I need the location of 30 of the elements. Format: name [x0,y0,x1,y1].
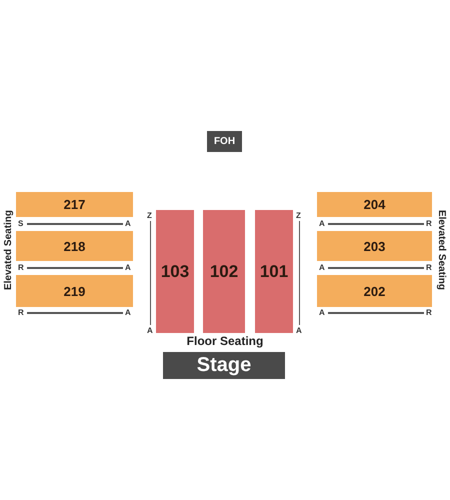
row-letter: A [296,327,302,335]
row-letter: A [125,220,131,228]
row-letter: R [426,220,432,228]
seating-section: 218 [16,231,133,261]
area-label: Floor Seating [186,334,264,348]
seating-section: 204 [317,192,432,217]
seating-section: 103 [156,210,194,333]
row-letter: A [125,264,131,272]
row-letter: Z [147,212,152,220]
row-letter: S [18,220,24,228]
area-label: Elevated Seating [436,210,446,290]
area-label: Elevated Seating [4,210,14,290]
row-letter: A [147,327,153,335]
foh-box: FOH [207,131,242,152]
row-letter: R [426,309,432,317]
seating-section: 203 [317,231,432,261]
row-letter: A [319,264,325,272]
row-letter: R [426,264,432,272]
seating-section: 202 [317,275,432,307]
row-letter: R [18,264,24,272]
seating-section: 101 [255,210,293,333]
seating-section: 217 [16,192,133,217]
row-letter: Z [296,212,301,220]
row-letter: A [319,220,325,228]
stage-block: Stage [163,352,285,379]
row-letter: R [18,309,24,317]
seating-section: 219 [16,275,133,307]
seating-section: 102 [203,210,245,333]
row-letter: A [125,309,131,317]
row-letter: A [319,309,325,317]
